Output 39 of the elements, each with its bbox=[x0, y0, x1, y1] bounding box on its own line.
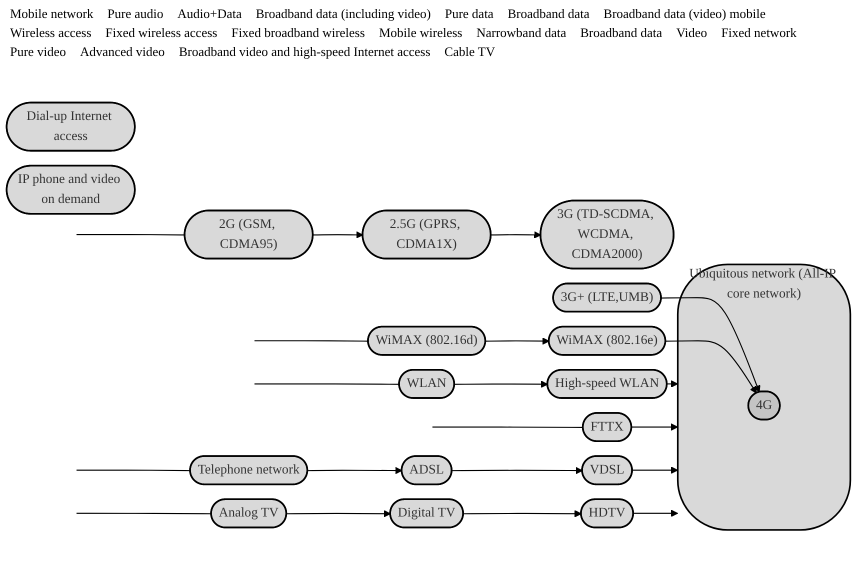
category-label: Video bbox=[676, 25, 708, 41]
connector bbox=[432, 426, 584, 428]
arrow bbox=[286, 510, 391, 518]
category-label: Fixed broadband wireless bbox=[231, 25, 365, 41]
arrow bbox=[631, 423, 678, 430]
arrow bbox=[486, 337, 550, 344]
arrow bbox=[452, 466, 583, 474]
category-label: Pure audio bbox=[107, 6, 164, 22]
category-label: Advanced video bbox=[80, 44, 165, 60]
arrow bbox=[666, 340, 757, 394]
category-label: Mobile network bbox=[10, 6, 94, 22]
arrow bbox=[464, 510, 582, 518]
arrow bbox=[666, 380, 678, 388]
arrow bbox=[308, 466, 402, 474]
arrow bbox=[661, 296, 760, 392]
category-label: Pure video bbox=[10, 44, 66, 60]
category-label: Fixed network bbox=[721, 25, 797, 41]
category-label: Broadband data (including video) bbox=[256, 6, 431, 22]
category-label: Mobile wireless bbox=[378, 25, 462, 41]
connector bbox=[254, 383, 400, 385]
connector bbox=[76, 469, 190, 471]
connector bbox=[254, 340, 368, 342]
arrow bbox=[632, 466, 678, 474]
connector bbox=[76, 512, 212, 514]
connector bbox=[76, 234, 186, 236]
category-label: Broadband video and high-speed Internet access bbox=[178, 44, 430, 60]
category-label: Audio+Data bbox=[177, 6, 242, 22]
category-label: Broadband data bbox=[580, 25, 662, 41]
category-label: Broadband data bbox=[508, 6, 590, 22]
category-label: Pure data bbox=[444, 6, 494, 22]
arrow bbox=[633, 509, 678, 517]
category-label: Broadband data (video) mobile bbox=[604, 6, 766, 22]
arrow bbox=[491, 230, 542, 238]
category-label: Wireless access bbox=[10, 25, 92, 41]
category-label: Fixed wireless access bbox=[105, 25, 218, 41]
arrow bbox=[313, 230, 364, 238]
category-label: Narrowband data bbox=[476, 25, 566, 41]
arrow bbox=[454, 380, 548, 388]
category-label: Cable TV bbox=[444, 44, 496, 60]
